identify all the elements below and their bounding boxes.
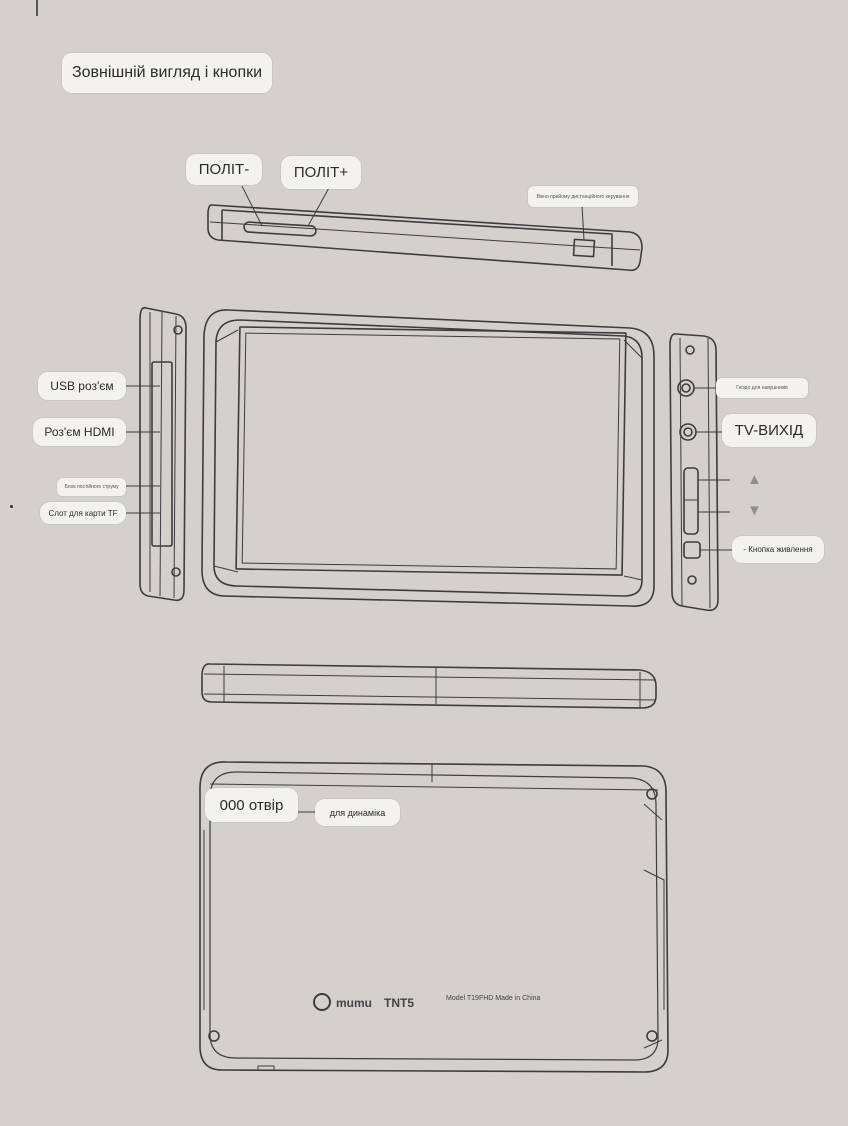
label-dc-power-socket: Блок постійного струму (57, 478, 126, 496)
back-model-series: TNT5 (384, 996, 414, 1010)
page-edge-mark (36, 0, 38, 16)
left-port-panel (151, 361, 173, 547)
power-key (683, 541, 701, 559)
label-speaker-hole: 000 отвір (205, 788, 298, 822)
device-left-side-view (126, 306, 187, 602)
device-bottom-edge-view (201, 663, 657, 709)
label-usb-port: USB роз'єм (38, 372, 126, 400)
up-down-keys (683, 467, 699, 535)
arrow-down-icon: ▼ (747, 502, 762, 519)
label-tv-out: TV-ВИХІД (722, 414, 816, 447)
label-tf-card-slot: Слот для карти TF (40, 502, 126, 524)
label-power-button: - Кнопка живлення (732, 536, 824, 563)
back-brand-text: mumu (336, 996, 372, 1010)
back-model-text: Model T19FHD Made in China (446, 995, 541, 1002)
front-screen (235, 326, 627, 576)
device-top-edge-view (207, 185, 643, 272)
label-ir-receiver: Вікно прийому дистанційного керування (528, 186, 638, 207)
device-front-view (201, 309, 655, 607)
label-speaker-description: для динаміка (315, 799, 400, 826)
page-speck (10, 505, 13, 508)
volume-rocker (243, 221, 317, 237)
label-hdmi-port: Роз'єм HDMI (33, 418, 126, 446)
device-right-side-view (669, 333, 732, 612)
arrow-up-icon: ▲ (747, 471, 762, 488)
page-title: Зовнішній вигляд і кнопки (62, 53, 272, 93)
tv-out-jack (679, 423, 697, 441)
label-volume-plus: ПОЛІТ+ (281, 156, 361, 189)
ir-receiver-window (572, 238, 596, 258)
label-headphone-jack: Гніздо для навушників (716, 378, 808, 398)
label-volume-minus: ПОЛІТ- (186, 154, 262, 185)
